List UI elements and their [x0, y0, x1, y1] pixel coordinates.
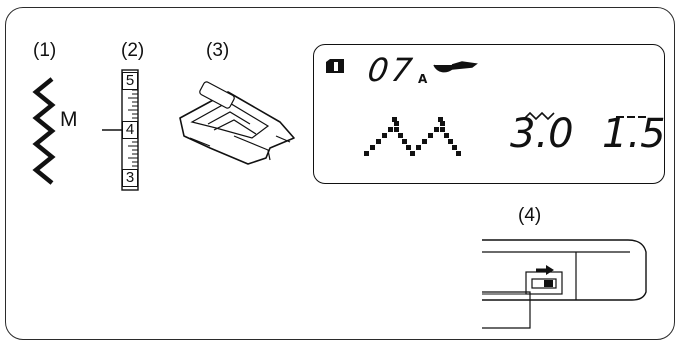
stitch-length-value: 1.5 [602, 111, 666, 157]
drop-feed-lever-icon [482, 239, 647, 329]
dial-number-4: 4 [122, 121, 138, 139]
presser-foot-lever-icon [433, 61, 478, 73]
lcd-display: 07 A 3.0 1.5 [313, 44, 666, 184]
width-icon [523, 111, 555, 121]
memory-icon [326, 59, 344, 73]
label-3: (3) [206, 40, 230, 61]
zigzag-stitch-icon [32, 77, 56, 185]
presser-foot-icon [179, 81, 295, 165]
dial-number-5: 5 [122, 72, 138, 90]
label-4: (4) [518, 205, 542, 226]
diagram-frame [5, 7, 675, 340]
zigzag-pattern-icon [364, 117, 461, 156]
label-2: (2) [121, 40, 145, 61]
presser-foot-letter: A [418, 72, 428, 86]
tension-dial: 5 4 3 [102, 68, 142, 192]
dial-number-3: 3 [122, 169, 138, 187]
mode-letter: M [60, 108, 78, 131]
label-1: (1) [33, 40, 57, 61]
length-icon [616, 116, 646, 118]
stitch-width-value: 3.0 [510, 111, 574, 157]
pattern-number: 07 [365, 51, 418, 89]
arrow-right-icon [536, 265, 554, 275]
